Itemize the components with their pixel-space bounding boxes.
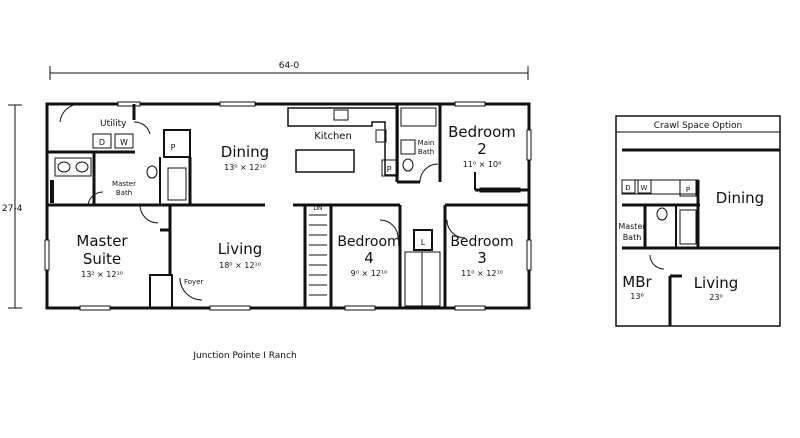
closets (404, 187, 521, 307)
crawl-master-bath-line2: Bath (623, 233, 642, 242)
stair-down-label: DN (313, 205, 322, 212)
washer-dryer (92, 133, 134, 149)
crawl-mbr-label: MBr (622, 273, 652, 291)
bedroom-3-label-line1: Bedroom (450, 234, 513, 250)
linen-label: L (421, 238, 426, 247)
crawl-living-dimension: 23⁰ (709, 293, 722, 302)
washer-label: W (120, 138, 128, 147)
overall-width-label: 64-0 (279, 61, 300, 71)
kitchen-counters (287, 107, 399, 177)
master-bath-fixtures (50, 157, 187, 203)
bedroom-2-dimensions: 11⁰ × 10⁸ (463, 160, 502, 169)
door-swings (59, 103, 466, 301)
bedroom-3-dimensions: 11⁰ × 12¹⁰ (461, 269, 503, 278)
main-bath-label-line2: Bath (418, 148, 434, 156)
depth-dimension-line (8, 104, 22, 309)
crawl-mbr-dimension: 13⁶ (630, 292, 643, 301)
bedroom-4-label-line2: 4 (364, 249, 374, 267)
stairs (309, 214, 327, 296)
width-dimension-line (49, 66, 529, 80)
bedroom-2-label-line1: Bedroom (448, 123, 516, 141)
dining-label: Dining (221, 143, 269, 161)
master-bath-label-line1: Master (112, 180, 136, 188)
dining-dimensions: 13⁰ × 12¹⁰ (224, 163, 266, 172)
crawl-living-label: Living (694, 274, 739, 292)
kitchen-label: Kitchen (314, 131, 352, 142)
overall-depth-label: 27-4 (2, 204, 23, 214)
living-dimensions: 18⁰ × 12¹⁰ (219, 261, 261, 270)
main-bath-fixtures (400, 107, 437, 172)
crawl-dining-label: Dining (716, 189, 764, 207)
bedroom-2-label-line2: 2 (477, 140, 487, 158)
living-label: Living (218, 240, 263, 258)
bedroom-4-dimensions: 9⁰ × 12¹⁰ (351, 269, 388, 278)
kitchen-pantry-label: P (387, 165, 392, 174)
crawl-space-title: Crawl Space Option (654, 121, 743, 131)
master-suite-label-line2: Suite (83, 250, 121, 268)
crawl-washer-label: W (641, 184, 648, 192)
crawl-pantry-label: P (686, 186, 690, 194)
crawl-dryer-label: D (625, 184, 630, 192)
master-suite-label-line1: Master (76, 232, 128, 250)
main-bath-label-line1: Main (418, 139, 435, 147)
bedroom-4-label-line1: Bedroom (337, 234, 400, 250)
pantry-label: P (171, 143, 176, 152)
dryer-label: D (99, 138, 105, 147)
crawl-space-panel (615, 115, 781, 327)
foyer-label: Foyer (184, 278, 204, 286)
master-suite-dimensions: 13² × 12¹⁰ (81, 270, 123, 279)
crawl-master-bath-line1: Master (618, 222, 646, 231)
utility-label: Utility (100, 119, 127, 129)
plan-caption: Junction Pointe I Ranch (192, 351, 296, 361)
master-bath-label-line2: Bath (116, 189, 132, 197)
bedroom-3-label-line2: 3 (477, 249, 487, 267)
